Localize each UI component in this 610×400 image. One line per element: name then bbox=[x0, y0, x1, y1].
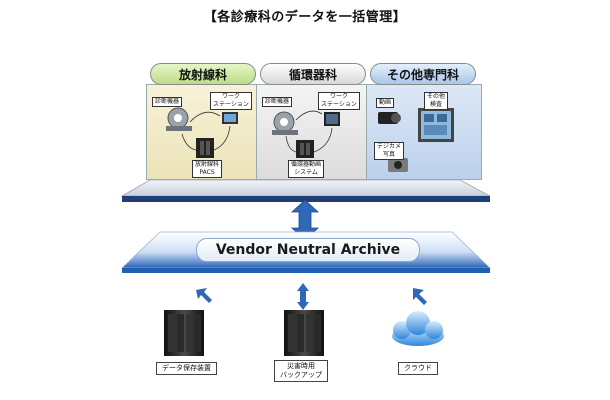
tag-diagnostic-equipment: 診断機器 bbox=[152, 97, 183, 107]
storage-arrows bbox=[196, 283, 427, 310]
vna-platform-edge bbox=[122, 268, 490, 273]
backup-storage-rack-icon bbox=[284, 310, 324, 356]
tag-video: 動画 bbox=[376, 98, 395, 108]
cloud-icon bbox=[392, 311, 444, 346]
tag-cardio-video-system: 循環器動画 システム bbox=[288, 160, 325, 178]
cloud-label: クラウド bbox=[398, 362, 438, 375]
department-tab-cardiology: 循環器科 bbox=[260, 63, 366, 85]
page-title: 【各診療科のデータを一括管理】 bbox=[203, 10, 407, 25]
department-tab-other: その他専門科 bbox=[370, 63, 476, 85]
department-tab-radiology: 放射線科 bbox=[150, 63, 256, 85]
tag-workstation: ワーク ステーション bbox=[210, 92, 252, 110]
tag-digital-camera-photo: デジカメ 写真 bbox=[374, 142, 405, 160]
vna-label: Vendor Neutral Archive bbox=[196, 238, 420, 262]
tag-radiology-pacs: 放射線科 PACS bbox=[192, 160, 223, 178]
department-platform-edge bbox=[122, 196, 490, 202]
tag-other-exams: その他 検査 bbox=[424, 92, 449, 110]
tag-workstation: ワーク ステーション bbox=[318, 92, 360, 110]
data-storage-label: データ保存装置 bbox=[156, 362, 217, 375]
backup-storage-label: 災害時用 バックアップ bbox=[274, 360, 328, 382]
data-storage-rack-icon bbox=[164, 310, 204, 356]
tag-diagnostic-equipment: 診断機器 bbox=[262, 97, 293, 107]
department-platform bbox=[120, 179, 491, 197]
